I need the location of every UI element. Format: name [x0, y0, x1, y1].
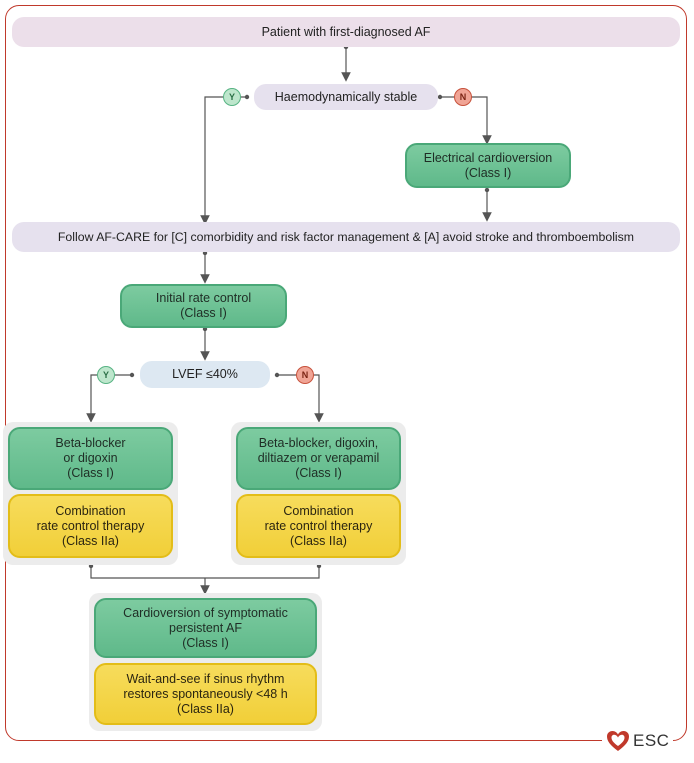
node-haemo-label: Haemodynamically stable	[274, 89, 418, 104]
heart-icon	[607, 731, 629, 751]
node-af-care-label: Follow AF-CARE for [C] comorbidity and r…	[57, 229, 635, 244]
right-yellow-line-2: rate control therapy	[264, 518, 373, 533]
connector-merge	[90, 566, 320, 579]
left-yellow-line-2: rate control therapy	[36, 518, 145, 533]
left-green-line-3: (Class I)	[67, 466, 114, 480]
node-haemodynamically-stable: Haemodynamically stable	[254, 84, 438, 110]
node-initial-rate-control: Initial rate control (Class I)	[120, 284, 287, 328]
connector-haemo-yes	[200, 96, 247, 225]
badge-no-haemo: N	[454, 88, 472, 106]
node-lvef-label: LVEF ≤40%	[172, 367, 238, 381]
right-yellow-line-3: (Class IIa)	[290, 533, 347, 548]
initial-rate-line-1: Initial rate control	[155, 291, 252, 305]
node-cardioversion-symptomatic: Cardioversion of symptomatic persistent …	[94, 598, 317, 658]
bottom-yellow-line-1: Wait-and-see if sinus rhythm	[126, 671, 285, 686]
cardioversion-line-1: Electrical cardioversion	[423, 150, 553, 165]
node-beta-blocker-or-digoxin: Beta-blocker or digoxin (Class I)	[8, 427, 173, 490]
bottom-green-line-3: (Class I)	[182, 635, 229, 650]
badge-no-lvef: N	[296, 366, 314, 384]
esc-logo-text: ESC	[633, 731, 670, 750]
node-wait-and-see: Wait-and-see if sinus rhythm restores sp…	[94, 663, 317, 725]
left-yellow-line-3: (Class IIa)	[62, 533, 119, 548]
left-green-line-1: Beta-blocker	[55, 436, 126, 450]
node-start-label: Patient with first-diagnosed AF	[261, 24, 431, 39]
bottom-yellow-line-3: (Class IIa)	[177, 701, 234, 716]
node-af-care: Follow AF-CARE for [C] comorbidity and r…	[12, 222, 680, 252]
diagram-frame	[5, 5, 687, 741]
right-green-line-2: diltiazem or verapamil	[257, 451, 380, 465]
bottom-green-line-1: Cardioversion of symptomatic	[123, 605, 288, 620]
left-yellow-line-1: Combination	[55, 503, 126, 518]
connector-lvef-yes	[86, 374, 132, 423]
connector-lvef-no	[277, 374, 324, 423]
right-green-line-1: Beta-blocker, digoxin,	[258, 436, 379, 450]
bottom-green-line-2: persistent AF	[169, 620, 242, 635]
bottom-yellow-line-2: restores spontaneously <48 h	[123, 686, 288, 701]
esc-logo: ESC	[602, 730, 674, 752]
right-green-line-3: (Class I)	[295, 466, 342, 480]
node-start: Patient with first-diagnosed AF	[12, 17, 680, 47]
left-green-line-2: or digoxin	[63, 451, 118, 465]
node-right-combination: Combination rate control therapy (Class …	[236, 494, 401, 558]
node-beta-blocker-digoxin-diltiazem-verapamil: Beta-blocker, digoxin, diltiazem or vera…	[236, 427, 401, 490]
node-left-combination: Combination rate control therapy (Class …	[8, 494, 173, 558]
initial-rate-line-2: (Class I)	[180, 306, 227, 320]
cardioversion-line-2: (Class I)	[464, 165, 512, 180]
badge-yes-haemo: Y	[223, 88, 241, 106]
node-electrical-cardioversion: Electrical cardioversion (Class I)	[405, 143, 571, 188]
right-yellow-line-1: Combination	[283, 503, 354, 518]
badge-yes-lvef: Y	[97, 366, 115, 384]
node-lvef: LVEF ≤40%	[140, 361, 270, 388]
